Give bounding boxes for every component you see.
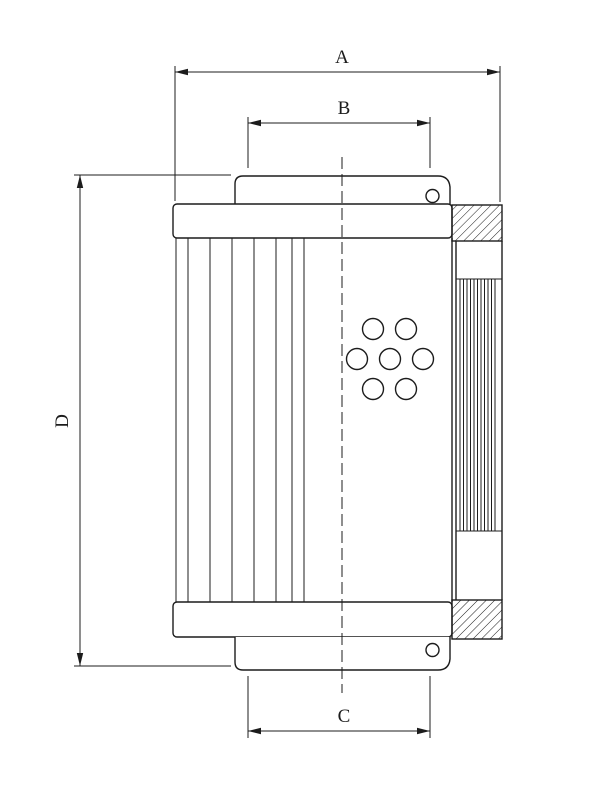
dim-a-arrow-right: [487, 68, 500, 76]
top-gasket-hatch: [451, 204, 503, 242]
dimension-c: C: [247, 676, 431, 738]
dim-c-arrow-right: [417, 727, 430, 735]
dim-a-arrow-left: [175, 68, 188, 76]
dimension-b: B: [247, 98, 431, 168]
bottom-gasket-hatch: [451, 599, 503, 640]
dim-b-arrow-right: [417, 119, 430, 127]
perforation-hole: [345, 347, 369, 371]
dim-c-arrow-left: [248, 727, 261, 735]
dim-d-label: D: [52, 414, 73, 428]
dimension-a: A: [174, 47, 501, 202]
support-mesh: [459, 279, 496, 531]
dim-a-label: A: [335, 47, 349, 68]
perforation-hole: [361, 377, 385, 401]
pleated-media: [175, 238, 305, 602]
dimension-d: D: [52, 174, 231, 667]
dim-d-arrow-top: [76, 175, 84, 188]
filter-element: [172, 157, 503, 693]
perforation-hole: [361, 317, 385, 341]
dim-c-label: C: [338, 706, 351, 727]
dim-b-arrow-left: [248, 119, 261, 127]
dim-b-label: B: [338, 98, 351, 119]
outer-shell: [455, 241, 503, 600]
dim-d-arrow-bottom: [76, 653, 84, 666]
perforation-holes: [345, 317, 435, 401]
top-seal-ring: [425, 188, 440, 204]
top-end-cap: [172, 203, 453, 239]
bottom-end-cap: [172, 601, 453, 638]
perforation-hole: [394, 317, 418, 341]
perforation-hole: [411, 347, 435, 371]
perforation-hole: [394, 377, 418, 401]
perforation-hole: [378, 347, 402, 371]
bottom-seal-ring: [425, 642, 440, 658]
